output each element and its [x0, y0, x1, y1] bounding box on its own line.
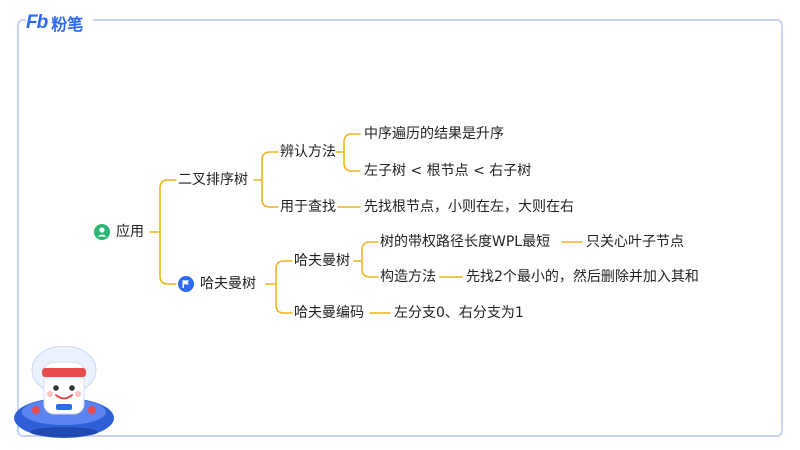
brand-name: 粉笔 [51, 15, 84, 34]
connector-branch1 [253, 151, 279, 208]
note-construction-steps: 先找2个最小的，然后删除并加入其和 [466, 269, 699, 285]
connector-branch2 [265, 260, 293, 314]
note-leaf-nodes-only: 只关心叶子节点 [586, 234, 684, 250]
node-identify-method: 辨认方法 [280, 144, 336, 160]
connector-root [149, 179, 177, 285]
leaf-wpl-shortest: 树的带权路径长度WPL最短 [380, 234, 551, 250]
leaf-construction-method: 构造方法 [380, 269, 436, 285]
content-frame [17, 19, 783, 437]
node-huffman-tree: 哈夫曼树 [294, 253, 350, 269]
root-node: 应用 [116, 224, 144, 240]
branch-huffman-tree: 哈夫曼树 [200, 276, 256, 292]
brand-logo: Fb 粉笔 [26, 10, 94, 36]
leaf-inorder-ascending: 中序遍历的结果是升序 [364, 126, 504, 142]
connector-identify [335, 133, 361, 172]
leaf-huffman-code-rule: 左分支0、右分支为1 [394, 305, 524, 321]
leaf-left-root-right: 左子树 < 根节点 < 右子树 [364, 163, 532, 179]
branch-binary-sort-tree: 二叉排序树 [178, 172, 248, 188]
person-icon [94, 224, 110, 244]
node-huffman-code: 哈夫曼编码 [294, 305, 364, 321]
node-used-for-search: 用于查找 [280, 199, 336, 215]
brand-mark: Fb [26, 12, 48, 33]
mascot-illustration [10, 345, 118, 444]
connector-huffman-tree [353, 241, 379, 278]
leaf-search-rule: 先找根节点，小则在左，大则在右 [364, 199, 574, 215]
flag-icon [178, 276, 194, 296]
